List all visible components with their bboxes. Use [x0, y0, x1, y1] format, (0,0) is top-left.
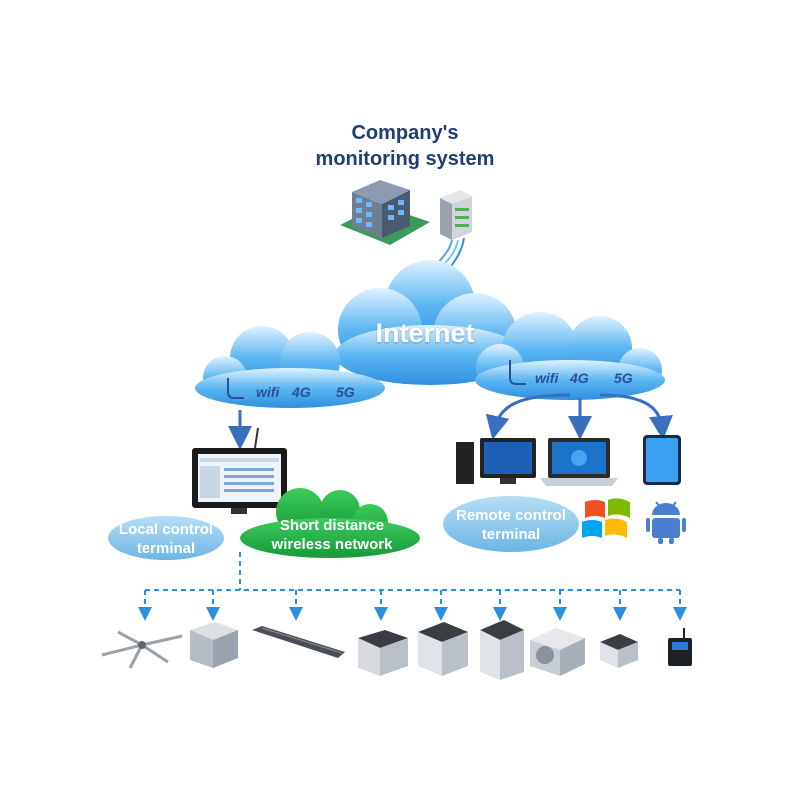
windows-logo-icon: [582, 498, 630, 538]
cable-plug-icon: [227, 378, 244, 399]
local-terminal-line-1: Local control: [118, 521, 214, 538]
evaporative-cooler-icon: [418, 622, 468, 676]
evaporative-cooler-icon: [480, 620, 524, 680]
right-4g-label: 4G: [570, 370, 589, 386]
device-bus-lines: [138, 552, 687, 621]
tube-heater-icon: [252, 626, 345, 658]
short-network-line-1: Short distance: [279, 517, 385, 534]
ceiling-fan-icon: [101, 630, 183, 669]
right-5g-label: 5G: [614, 370, 633, 386]
smartphone-icon: [643, 435, 681, 485]
local-terminal-label: Local control terminal: [108, 520, 224, 558]
left-wifi-label: wifi: [256, 384, 280, 400]
left-5g-label: 5G: [336, 384, 355, 400]
desktop-computer-icon: [456, 438, 536, 484]
title-line-2: monitoring system: [315, 148, 495, 170]
right-network-cloud: [475, 312, 665, 400]
cable-plug-icon: [509, 360, 526, 385]
small-cooler-icon: [600, 634, 638, 668]
air-cooler-icon: [190, 622, 238, 668]
remote-terminal-line-1: Remote control: [455, 507, 566, 524]
local-terminal-line-2: terminal: [136, 540, 196, 557]
evaporative-cooler-icon: [358, 630, 408, 676]
system-title: Company's monitoring system: [250, 120, 560, 172]
exhaust-fan-icon: [530, 628, 585, 676]
left-network-cloud: [195, 326, 385, 408]
local-terminal-ellipse: [108, 516, 224, 560]
controller-box-icon: [668, 628, 692, 666]
office-building-icon: [340, 180, 430, 245]
laptop-icon: [540, 438, 618, 486]
short-network-line-2: wireless network: [271, 536, 393, 553]
right-wifi-label: wifi: [535, 370, 559, 386]
internet-label: Internet: [375, 318, 475, 348]
short-network-cloud: [240, 488, 420, 558]
connection-arrows: [228, 393, 673, 450]
android-logo-icon: [646, 501, 686, 544]
local-monitor-icon: [192, 427, 287, 514]
left-4g-label: 4G: [292, 384, 311, 400]
remote-terminal-line-2: terminal: [481, 526, 541, 543]
remote-terminal-label: Remote control terminal: [443, 506, 579, 544]
title-line-1: Company's: [351, 122, 459, 144]
short-network-label: Short distance wireless network: [252, 516, 412, 554]
server-rack-icon: [440, 190, 472, 240]
remote-terminal-ellipse: [443, 496, 579, 552]
